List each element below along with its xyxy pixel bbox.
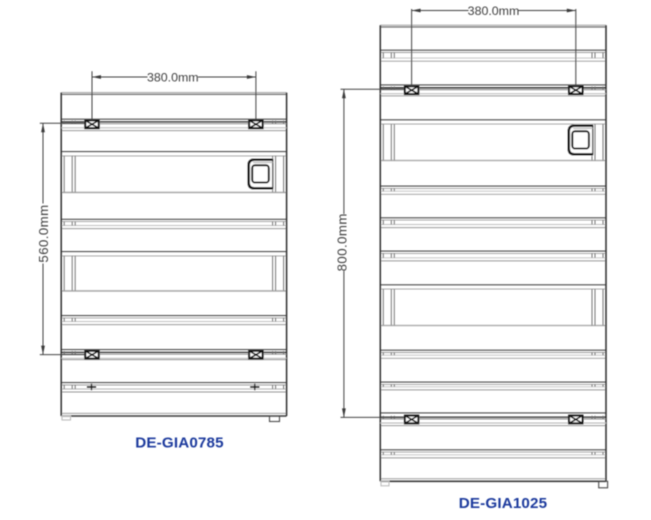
svg-text:DE-GIA1025: DE-GIA1025 (459, 495, 548, 512)
svg-text:380.0mm: 380.0mm (468, 4, 520, 18)
svg-text:800.0mm: 800.0mm (335, 213, 350, 271)
svg-text:560.0mm: 560.0mm (36, 204, 51, 262)
svg-text:380.0mm: 380.0mm (147, 70, 199, 84)
svg-text:DE-GIA0785: DE-GIA0785 (135, 434, 224, 451)
